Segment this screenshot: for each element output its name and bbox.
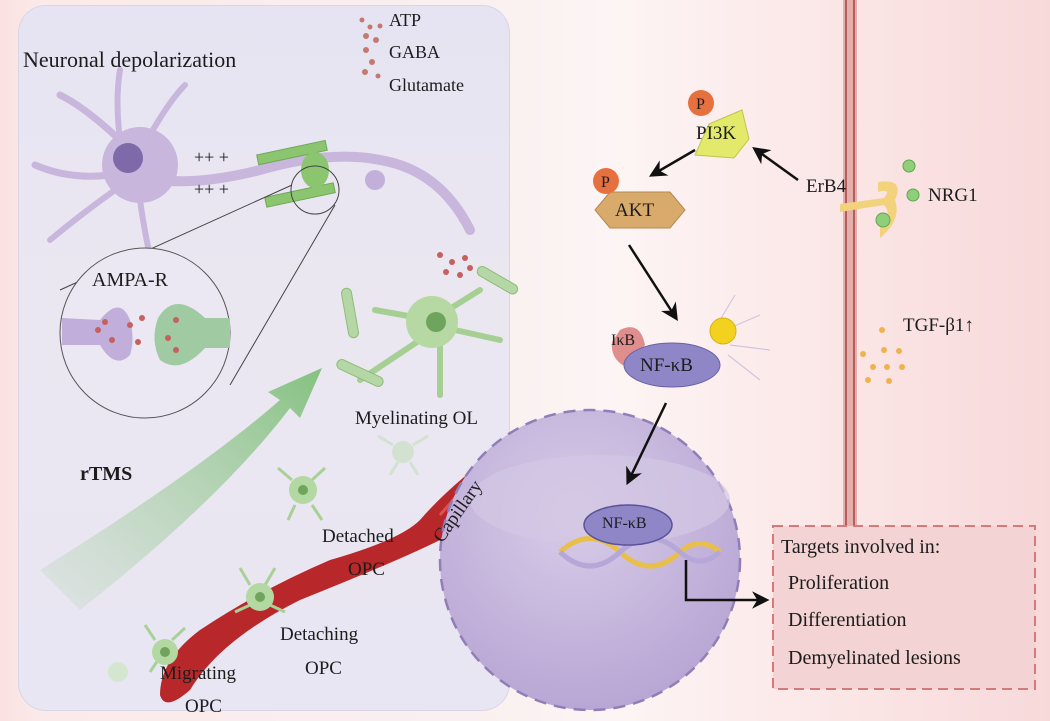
- tgf-dots: [860, 327, 905, 384]
- target-demyelinated-lesions: Demyelinated lesions: [788, 647, 961, 669]
- arrow-nfkb-to-nucleus: [626, 402, 668, 486]
- target-differentiation: Differentiation: [788, 609, 907, 631]
- label-myelinating-ol: Myelinating OL: [355, 408, 478, 429]
- label-nfkb-nuclear: NF-κB: [602, 515, 647, 532]
- vesicles: [95, 315, 179, 353]
- label-tgf-beta1: TGF-β1↑: [903, 315, 974, 336]
- label-erb4: ErB4: [806, 176, 847, 197]
- arrow-dna-to-targets: [684, 560, 770, 609]
- label-ikb: IκB: [611, 332, 636, 349]
- zoom-circle: [290, 165, 340, 215]
- nfkb-nuclear-shape: [583, 504, 673, 546]
- targets-box: [772, 525, 1036, 690]
- phospho-pi3k: [688, 90, 714, 116]
- detaching-opc: [234, 567, 286, 614]
- legend-gaba: GABA: [389, 42, 441, 62]
- cell-membrane: [843, 0, 857, 527]
- label-phospho-akt: P: [601, 174, 610, 191]
- charges-bottom: ++ +: [194, 179, 229, 199]
- migrating-opc: [108, 624, 187, 682]
- label-ampa-r: AMPA-R: [92, 269, 168, 291]
- arrow-erb4-to-pi3k: [752, 146, 799, 182]
- label-migrating: Migrating: [160, 663, 236, 684]
- oligodendrocyte-contact: [301, 152, 329, 188]
- neurotransmitter-legend-dots: [359, 17, 383, 79]
- legend-atp: ATP: [389, 10, 422, 30]
- pi3k-shape: [694, 109, 750, 159]
- label-detached: Detached: [322, 526, 394, 547]
- title-neuronal-depolarization: Neuronal depolarization: [23, 47, 237, 72]
- label-detaching-opc: OPC: [305, 658, 342, 679]
- label-phospho-pi3k: P: [696, 96, 705, 113]
- arrow-akt-to-nfkb: [627, 244, 678, 321]
- myelin-sheath: [256, 139, 336, 208]
- presynaptic-terminal: [62, 307, 133, 361]
- label-migrating-opc: OPC: [185, 696, 222, 717]
- zoom-line: [229, 204, 336, 386]
- nfkb-complex: [611, 294, 771, 388]
- myelinating-ol: [336, 266, 519, 398]
- target-proliferation: Proliferation: [788, 572, 890, 594]
- arrow-pi3k-to-akt: [648, 148, 696, 177]
- nrg1-ligands: [875, 159, 920, 228]
- release-dots: [437, 252, 473, 278]
- rtms-arrow: [40, 368, 322, 610]
- label-nrg1: NRG1: [928, 185, 978, 206]
- detached-opc: [277, 466, 327, 521]
- capillary: [160, 445, 515, 703]
- neuron: [31, 67, 475, 258]
- phospho-akt: [593, 168, 619, 194]
- small-neuron: [365, 170, 385, 190]
- faded-opc: [377, 434, 429, 476]
- label-rtms: rTMS: [80, 463, 133, 485]
- legend-glutamate: Glutamate: [389, 75, 464, 95]
- charges-top: ++ +: [194, 147, 229, 167]
- label-nfkb-cytoplasmic: NF-κB: [640, 355, 693, 376]
- label-akt: AKT: [615, 200, 655, 221]
- label-detaching: Detaching: [280, 624, 359, 645]
- neuron-nucleus: [113, 143, 143, 173]
- targets-title: Targets involved in:: [781, 536, 941, 558]
- label-detached-opc: OPC: [348, 559, 385, 580]
- label-pi3k: PI3K: [696, 123, 737, 144]
